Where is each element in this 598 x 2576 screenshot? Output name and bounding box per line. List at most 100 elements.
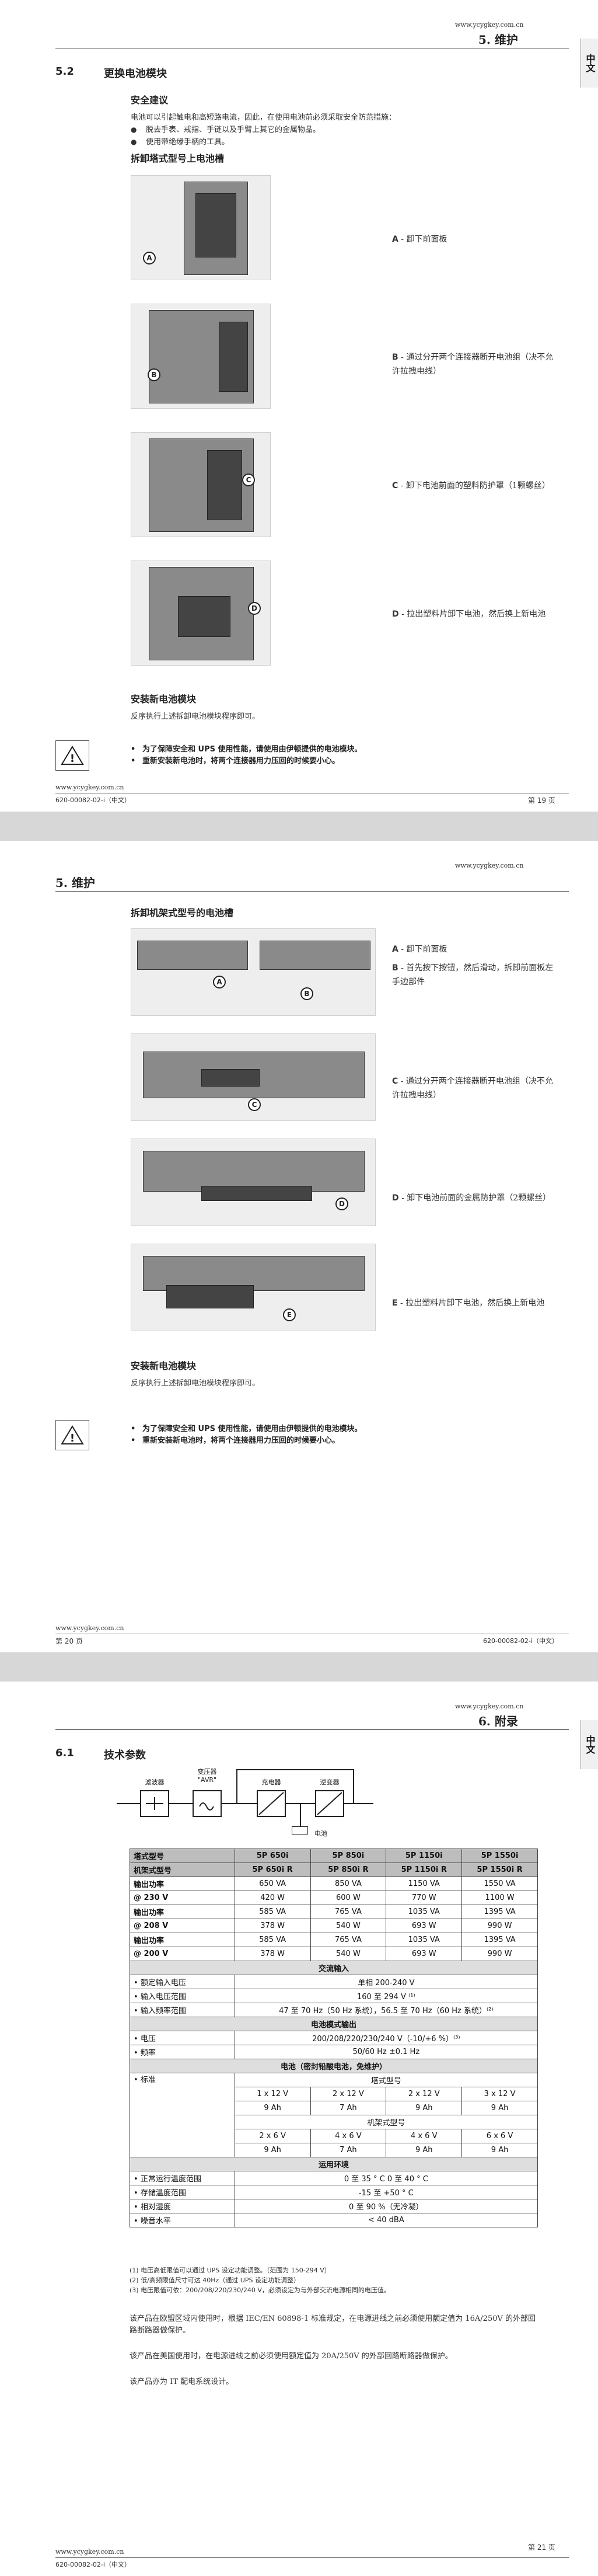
step-c: C - 卸下电池前面的塑料防护罩（1颗螺丝） <box>392 481 550 490</box>
tower-illustration-c: C <box>131 432 271 537</box>
label-a: A <box>213 976 226 988</box>
spec-table: 塔式型号 5P 650i 5P 850i 5P 1150i 5P 1550i 机… <box>130 1849 538 2227</box>
filter-label: 滤波器 <box>145 1778 165 1786</box>
tower-illustration-d: D <box>131 561 271 666</box>
label-b: B <box>300 987 313 1000</box>
language-tab: 中文 <box>580 39 598 88</box>
label-c: C <box>242 474 255 486</box>
label-b: B <box>148 368 160 381</box>
charger-label: 充电器 <box>261 1778 281 1786</box>
label-c: C <box>248 1098 261 1111</box>
table-row: • 噪音水平< 40 dBA <box>130 2213 538 2227</box>
tower-illustration-b: B <box>131 304 271 409</box>
filter-block <box>140 1790 169 1817</box>
rack-illustration-e: E <box>131 1244 376 1331</box>
tower-removal-title: 拆卸塔式型号上电池槽 <box>131 153 225 164</box>
footer-site-url: www.ycygkey.com.cn <box>55 1624 124 1632</box>
chapter-title: 5. 维护 <box>55 876 95 890</box>
compliance-paragraph: 该产品在欧盟区域内使用时，根据 IEC/EN 60898-1 标准规定，在电源进… <box>130 2314 536 2335</box>
label-d: D <box>248 602 261 615</box>
section-title: 技术参数 <box>104 1749 146 1762</box>
footer-page-number: 第 21 页 <box>528 2543 555 2551</box>
warning-item: 为了保障安全和 UPS 使用性能，请使用由伊顿提供的电池模块。 <box>131 744 362 756</box>
table-section-header: 运用环境 <box>130 2157 538 2171</box>
language-tab: 中文 <box>580 1720 598 1769</box>
step-a: A - 卸下前面板 <box>392 945 447 954</box>
safety-paragraph: 电池可以引起触电和高短路电流，因此，在使用电池前必须采取安全防范措施： <box>131 113 397 122</box>
inverter-block <box>315 1790 344 1817</box>
manual-page-20: www.ycygkey.com.cn 5. 维护 拆卸机架式型号的电池槽 A B… <box>0 841 598 1652</box>
install-title: 安装新电池模块 <box>131 694 197 705</box>
footer-doc-number: 620-00082-02-i（中文） <box>55 2561 131 2568</box>
footer-doc-number: 620-00082-02-i（中文） <box>483 1637 558 1645</box>
warning-icon: ! <box>55 740 89 771</box>
tower-illustration-a: A <box>131 175 271 280</box>
footer-doc-number: 620-00082-02-i（中文） <box>55 796 131 804</box>
table-note: (2) 低/高频限值尺寸可达 40Hz（通过 UPS 设定功能调整） <box>130 2276 300 2284</box>
install-title: 安装新电池模块 <box>131 1360 197 1371</box>
transformer-label: 变压器 <box>197 1768 217 1776</box>
section-number: 5.2 <box>55 65 74 78</box>
battery-icon <box>292 1826 308 1834</box>
charger-block <box>257 1790 286 1817</box>
footer-site-url: www.ycygkey.com.cn <box>55 2548 124 2556</box>
section-title: 更换电池模块 <box>104 68 167 80</box>
rack-illustration-ab: A B <box>131 928 376 1016</box>
footer-page-number: 第 19 页 <box>528 796 555 805</box>
step-e: E - 拉出塑料片卸下电池，然后换上新电池 <box>392 1299 545 1308</box>
table-notes: (1) 电压高低限值可以通过 UPS 设定功能调整。（范围为 150-294 V… <box>130 2265 538 2295</box>
step-b: B - 首先按下按钮，然后滑动，拆卸前面板左手边部件 <box>392 963 554 987</box>
safety-bullet-list: 脱去手表、戒指、手链以及手臂上其它的金属物品。 使用带绝缘手柄的工具。 <box>131 124 320 148</box>
chapter-title: 5. 维护 <box>478 33 518 47</box>
footer-site-url: www.ycygkey.com.cn <box>55 784 124 791</box>
table-section-header: 电池模式输出 <box>130 2017 538 2031</box>
step-a: A - 卸下前面板 <box>392 235 447 244</box>
svg-text:!: ! <box>70 1432 75 1444</box>
warning-item: 重新安装新电池时，将两个连接器用力压回的时候要小心。 <box>131 756 362 767</box>
safety-title: 安全建议 <box>131 95 169 106</box>
label-d: D <box>335 1198 348 1210</box>
table-note: (3) 电压限值可依：200/208/220/230/240 V，必须设定为与外… <box>130 2286 390 2294</box>
manual-page-21: www.ycygkey.com.cn 6. 附录 中文 6.1 技术参数 滤波器… <box>0 1682 598 2576</box>
label-a: A <box>143 252 156 264</box>
header-rule <box>55 891 569 892</box>
table-section-header: 交流输入 <box>130 1961 538 1975</box>
battery-label: 电池 <box>314 1830 327 1837</box>
chapter-title: 6. 附录 <box>478 1714 518 1728</box>
install-paragraph: 反序执行上述拆卸电池模块程序即可。 <box>131 1379 260 1388</box>
manual-page-19: www.ycygkey.com.cn 5. 维护 中文 5.2 更换电池模块 安… <box>0 0 598 812</box>
header-site-url: www.ycygkey.com.cn <box>455 1703 524 1710</box>
warning-item: 重新安装新电池时，将两个连接器用力压回的时候要小心。 <box>131 1435 362 1447</box>
table-section-header: 电池（密封铅酸电池，免维护） <box>130 2059 538 2073</box>
header-site-url: www.ycygkey.com.cn <box>455 862 524 869</box>
step-b: B - 通过分开两个连接器断开电池组（决不允许拉拽电线） <box>392 353 554 376</box>
warning-icon: ! <box>55 1420 89 1450</box>
footer-rule <box>55 2557 569 2558</box>
rack-illustration-c: C <box>131 1033 376 1121</box>
rack-illustration-d: D <box>131 1139 376 1226</box>
step-d: D - 拉出塑料片卸下电池，然后换上新电池 <box>392 610 546 619</box>
svg-text:!: ! <box>70 753 75 765</box>
safety-bullet: 使用带绝缘手柄的工具。 <box>131 136 320 148</box>
warning-list: 为了保障安全和 UPS 使用性能，请使用由伊顿提供的电池模块。 重新安装新电池时… <box>131 1423 362 1447</box>
step-d: D - 卸下电池前面的金属防护罩（2颗螺丝） <box>392 1193 551 1203</box>
footer-page-number: 第 20 页 <box>55 1637 83 1645</box>
warning-item: 为了保障安全和 UPS 使用性能，请使用由伊顿提供的电池模块。 <box>131 1423 362 1435</box>
table-row: 机架式型号 <box>130 2115 538 2129</box>
install-paragraph: 反序执行上述拆卸电池模块程序即可。 <box>131 712 260 721</box>
transformer-block <box>193 1790 222 1817</box>
inverter-label: 逆变器 <box>320 1778 340 1786</box>
